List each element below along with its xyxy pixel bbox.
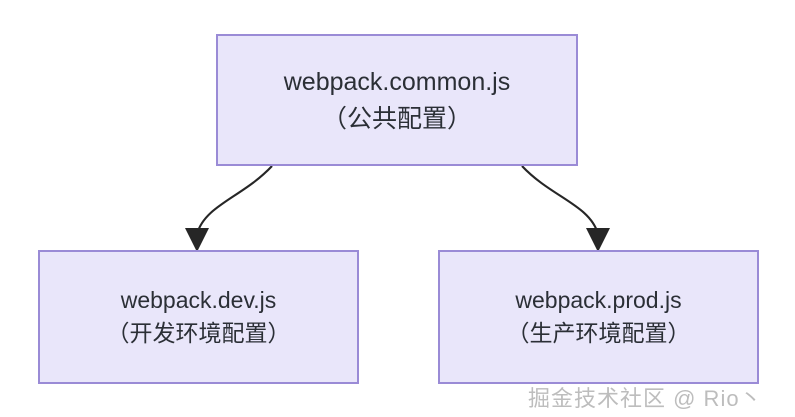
edge-common-to-dev [185,165,273,252]
edge-common-to-dev-arrowhead [185,228,209,252]
node-webpack-common[interactable]: webpack.common.js （公共配置） [216,34,578,166]
node-webpack-common-title: webpack.common.js [283,67,511,96]
edge-common-to-prod [521,165,610,252]
node-webpack-prod-subtitle: （生产环境配置） [506,320,691,346]
node-webpack-dev-title: webpack.dev.js [120,286,277,313]
node-webpack-prod[interactable]: webpack.prod.js （生产环境配置） [438,250,759,384]
edge-common-to-prod-arrowhead [586,228,610,252]
node-webpack-prod-title: webpack.prod.js [515,286,682,313]
node-webpack-dev[interactable]: webpack.dev.js （开发环境配置） [38,250,359,384]
edge-common-to-prod-path [521,165,600,235]
node-webpack-common-subtitle: （公共配置） [321,104,472,133]
watermark-text: 掘金技术社区 @ Rio丶 [528,386,763,411]
edge-common-to-dev-path [195,165,273,235]
node-webpack-dev-subtitle: （开发环境配置） [106,320,291,346]
